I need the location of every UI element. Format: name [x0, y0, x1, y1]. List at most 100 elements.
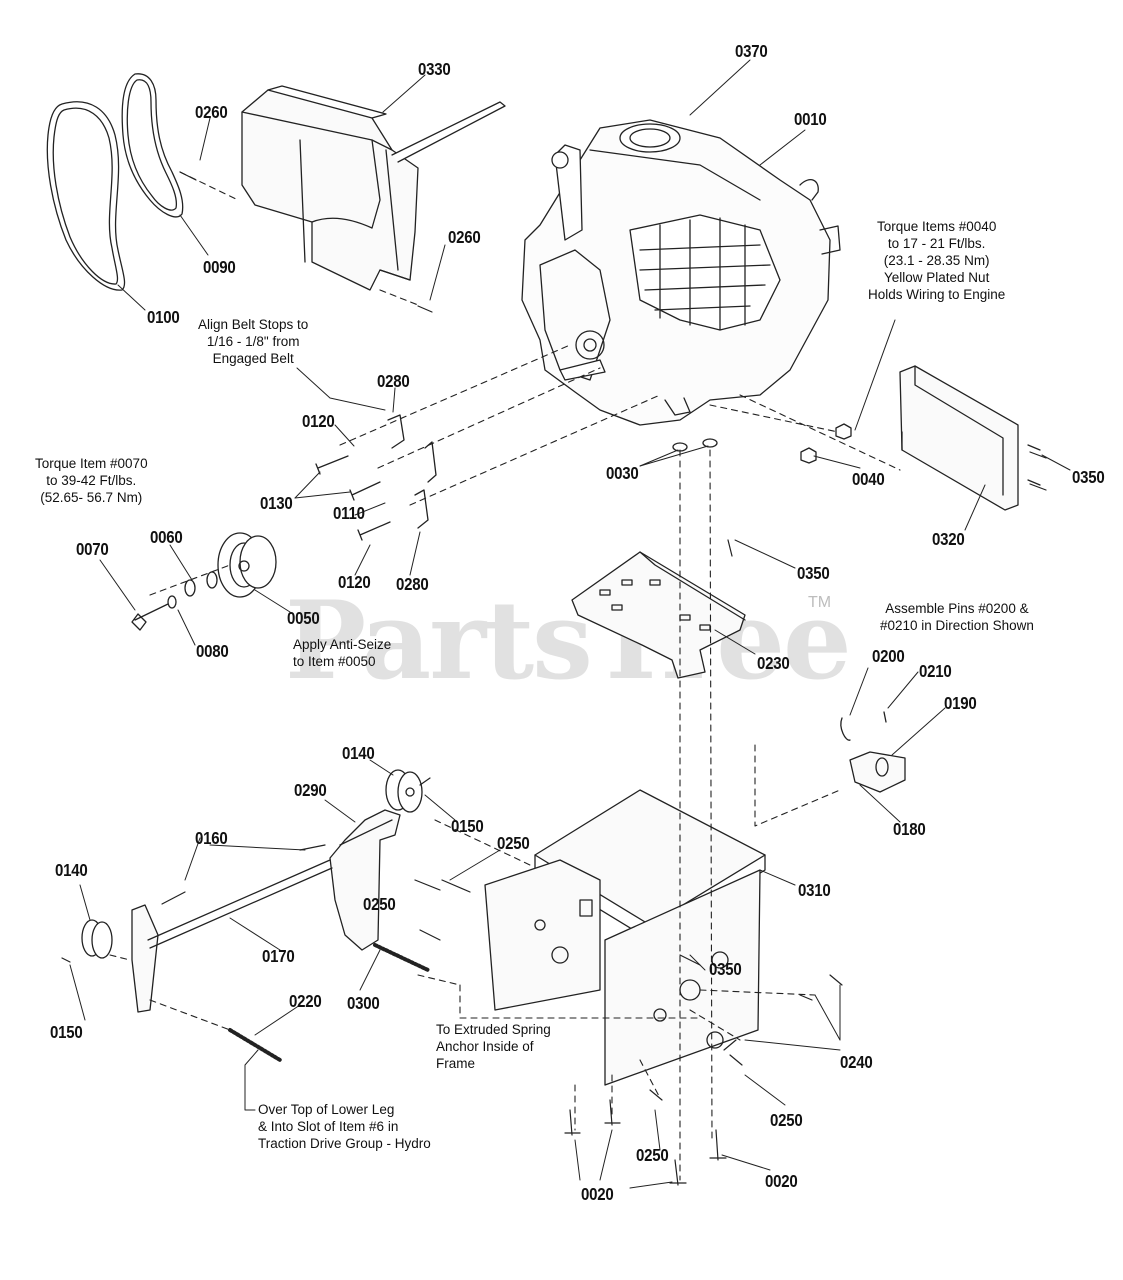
note-lower-leg-line2: & Into Slot of Item #6 in [258, 1119, 399, 1134]
label-0250-d: 0250 [636, 1146, 669, 1166]
label-0260-upper: 0260 [195, 103, 228, 123]
belt-0100 [46, 101, 126, 291]
label-0260-lower: 0260 [448, 228, 481, 248]
label-0280-lower: 0280 [396, 575, 429, 595]
label-0230: 0230 [757, 654, 790, 674]
belt-cover-0330 [241, 85, 506, 291]
label-0020-left: 0020 [581, 1185, 614, 1205]
bracket-0290 [329, 809, 401, 951]
label-0310: 0310 [798, 881, 831, 901]
pulley-0050 [217, 532, 277, 598]
label-0020-right: 0020 [765, 1172, 798, 1192]
label-0160: 0160 [195, 829, 228, 849]
label-0180: 0180 [893, 820, 926, 840]
note-belt-stops: Align Belt Stops to 1/16 - 1/8" from Eng… [198, 316, 308, 367]
label-0350-lower: 0350 [709, 960, 742, 980]
label-0200: 0200 [872, 647, 905, 667]
note-anti-seize: Apply Anti-Seize to Item #0050 [293, 636, 391, 670]
label-0080: 0080 [196, 642, 229, 662]
note-belt-stops-line3: Engaged Belt [212, 351, 294, 366]
label-0120-lower: 0120 [338, 573, 371, 593]
label-0010: 0010 [794, 110, 827, 130]
note-anti-seize-line1: Apply Anti-Seize [293, 637, 392, 652]
label-0040: 0040 [852, 470, 885, 490]
note-belt-stops-line2: 1/16 - 1/8" from [206, 334, 300, 349]
label-0370: 0370 [735, 42, 768, 62]
label-0050: 0050 [287, 609, 320, 629]
note-spring-anchor-line2: Anchor Inside of [436, 1039, 534, 1054]
label-0130: 0130 [260, 494, 293, 514]
label-0030: 0030 [606, 464, 639, 484]
note-belt-stops-line1: Align Belt Stops to [198, 317, 309, 332]
label-0240: 0240 [840, 1053, 873, 1073]
note-assemble-pins-line2: #0210 in Direction Shown [880, 618, 1034, 633]
label-0320: 0320 [932, 530, 965, 550]
label-0150-upper: 0150 [451, 817, 484, 837]
note-torque-0070: Torque Item #0070 to 39-42 Ft/lbs. (52.6… [35, 455, 148, 506]
label-0220: 0220 [289, 992, 322, 1012]
bolt-0070 [131, 603, 169, 631]
label-0280-upper: 0280 [377, 372, 410, 392]
label-0120-upper: 0120 [302, 412, 335, 432]
note-torque-0040-line3: (23.1 - 28.35 Nm) [883, 253, 990, 268]
note-torque-0040: Torque Items #0040 to 17 - 21 Ft/lbs. (2… [868, 218, 1005, 303]
note-torque-0070-line3: (52.65- 56.7 Nm) [40, 490, 143, 505]
fasteners [61, 171, 1047, 1186]
label-0350-right: 0350 [1072, 468, 1105, 488]
label-0090: 0090 [203, 258, 236, 278]
watermark-trademark: TM [808, 594, 832, 611]
label-0110: 0110 [333, 504, 365, 524]
label-0300: 0300 [347, 994, 380, 1014]
note-anti-seize-line2: to Item #0050 [293, 654, 376, 669]
note-torque-0040-line1: Torque Items #0040 [877, 219, 997, 234]
label-0070: 0070 [76, 540, 109, 560]
label-0330: 0330 [418, 60, 451, 80]
idler-pulley-0140-upper [385, 769, 423, 813]
note-torque-0040-line2: to 17 - 21 Ft/lbs. [887, 236, 986, 251]
label-0190: 0190 [944, 694, 977, 714]
label-0250-a: 0250 [497, 834, 530, 854]
washers-0030 [672, 438, 718, 452]
shield-0320 [899, 365, 1041, 511]
engine-0010 [521, 119, 841, 426]
note-lower-leg-line1: Over Top of Lower Leg [258, 1102, 395, 1117]
engine-plate-0230 [571, 551, 746, 679]
note-assemble-pins: Assemble Pins #0200 & #0210 in Direction… [880, 600, 1034, 634]
note-lower-leg: Over Top of Lower Leg & Into Slot of Ite… [258, 1101, 431, 1152]
note-assemble-pins-line1: Assemble Pins #0200 & [885, 601, 1029, 616]
belt-stops-0280 [387, 414, 437, 529]
bracket-0190 [840, 711, 906, 793]
leader-lines [69, 59, 1071, 1189]
springs [228, 943, 430, 1062]
label-0250-b: 0250 [363, 895, 396, 915]
bolts-0130 [315, 455, 391, 541]
belt-0090 [121, 73, 184, 218]
nuts-0040 [800, 423, 852, 464]
note-torque-0070-line1: Torque Item #0070 [35, 456, 148, 471]
note-torque-0040-line4: Yellow Plated Nut [884, 270, 990, 285]
label-0140-lower: 0140 [55, 861, 88, 881]
label-0290: 0290 [294, 781, 327, 801]
label-0210: 0210 [919, 662, 952, 682]
frame-0310 [484, 789, 766, 1086]
note-torque-0070-line2: to 39-42 Ft/lbs. [46, 473, 137, 488]
note-torque-0040-line5: Holds Wiring to Engine [868, 287, 1006, 302]
watermark-text: PartsTree [285, 578, 852, 704]
arm-0170 [131, 859, 333, 1013]
washer-0080 [167, 595, 177, 609]
assembly-lines [109, 171, 901, 1181]
label-0350-mid: 0350 [797, 564, 830, 584]
label-0100: 0100 [147, 308, 180, 328]
label-0170: 0170 [262, 947, 295, 967]
watermark: PartsTree [285, 578, 852, 704]
note-spring-anchor: To Extruded Spring Anchor Inside of Fram… [436, 1021, 551, 1072]
idler-pulley-0140-lower [81, 919, 113, 959]
note-spring-anchor-line3: Frame [436, 1056, 476, 1071]
label-0140-upper: 0140 [342, 744, 375, 764]
note-lower-leg-line3: Traction Drive Group - Hydro [258, 1136, 431, 1151]
note-spring-anchor-line1: To Extruded Spring [436, 1022, 551, 1037]
label-0060: 0060 [150, 528, 183, 548]
label-0150-lower: 0150 [50, 1023, 83, 1043]
